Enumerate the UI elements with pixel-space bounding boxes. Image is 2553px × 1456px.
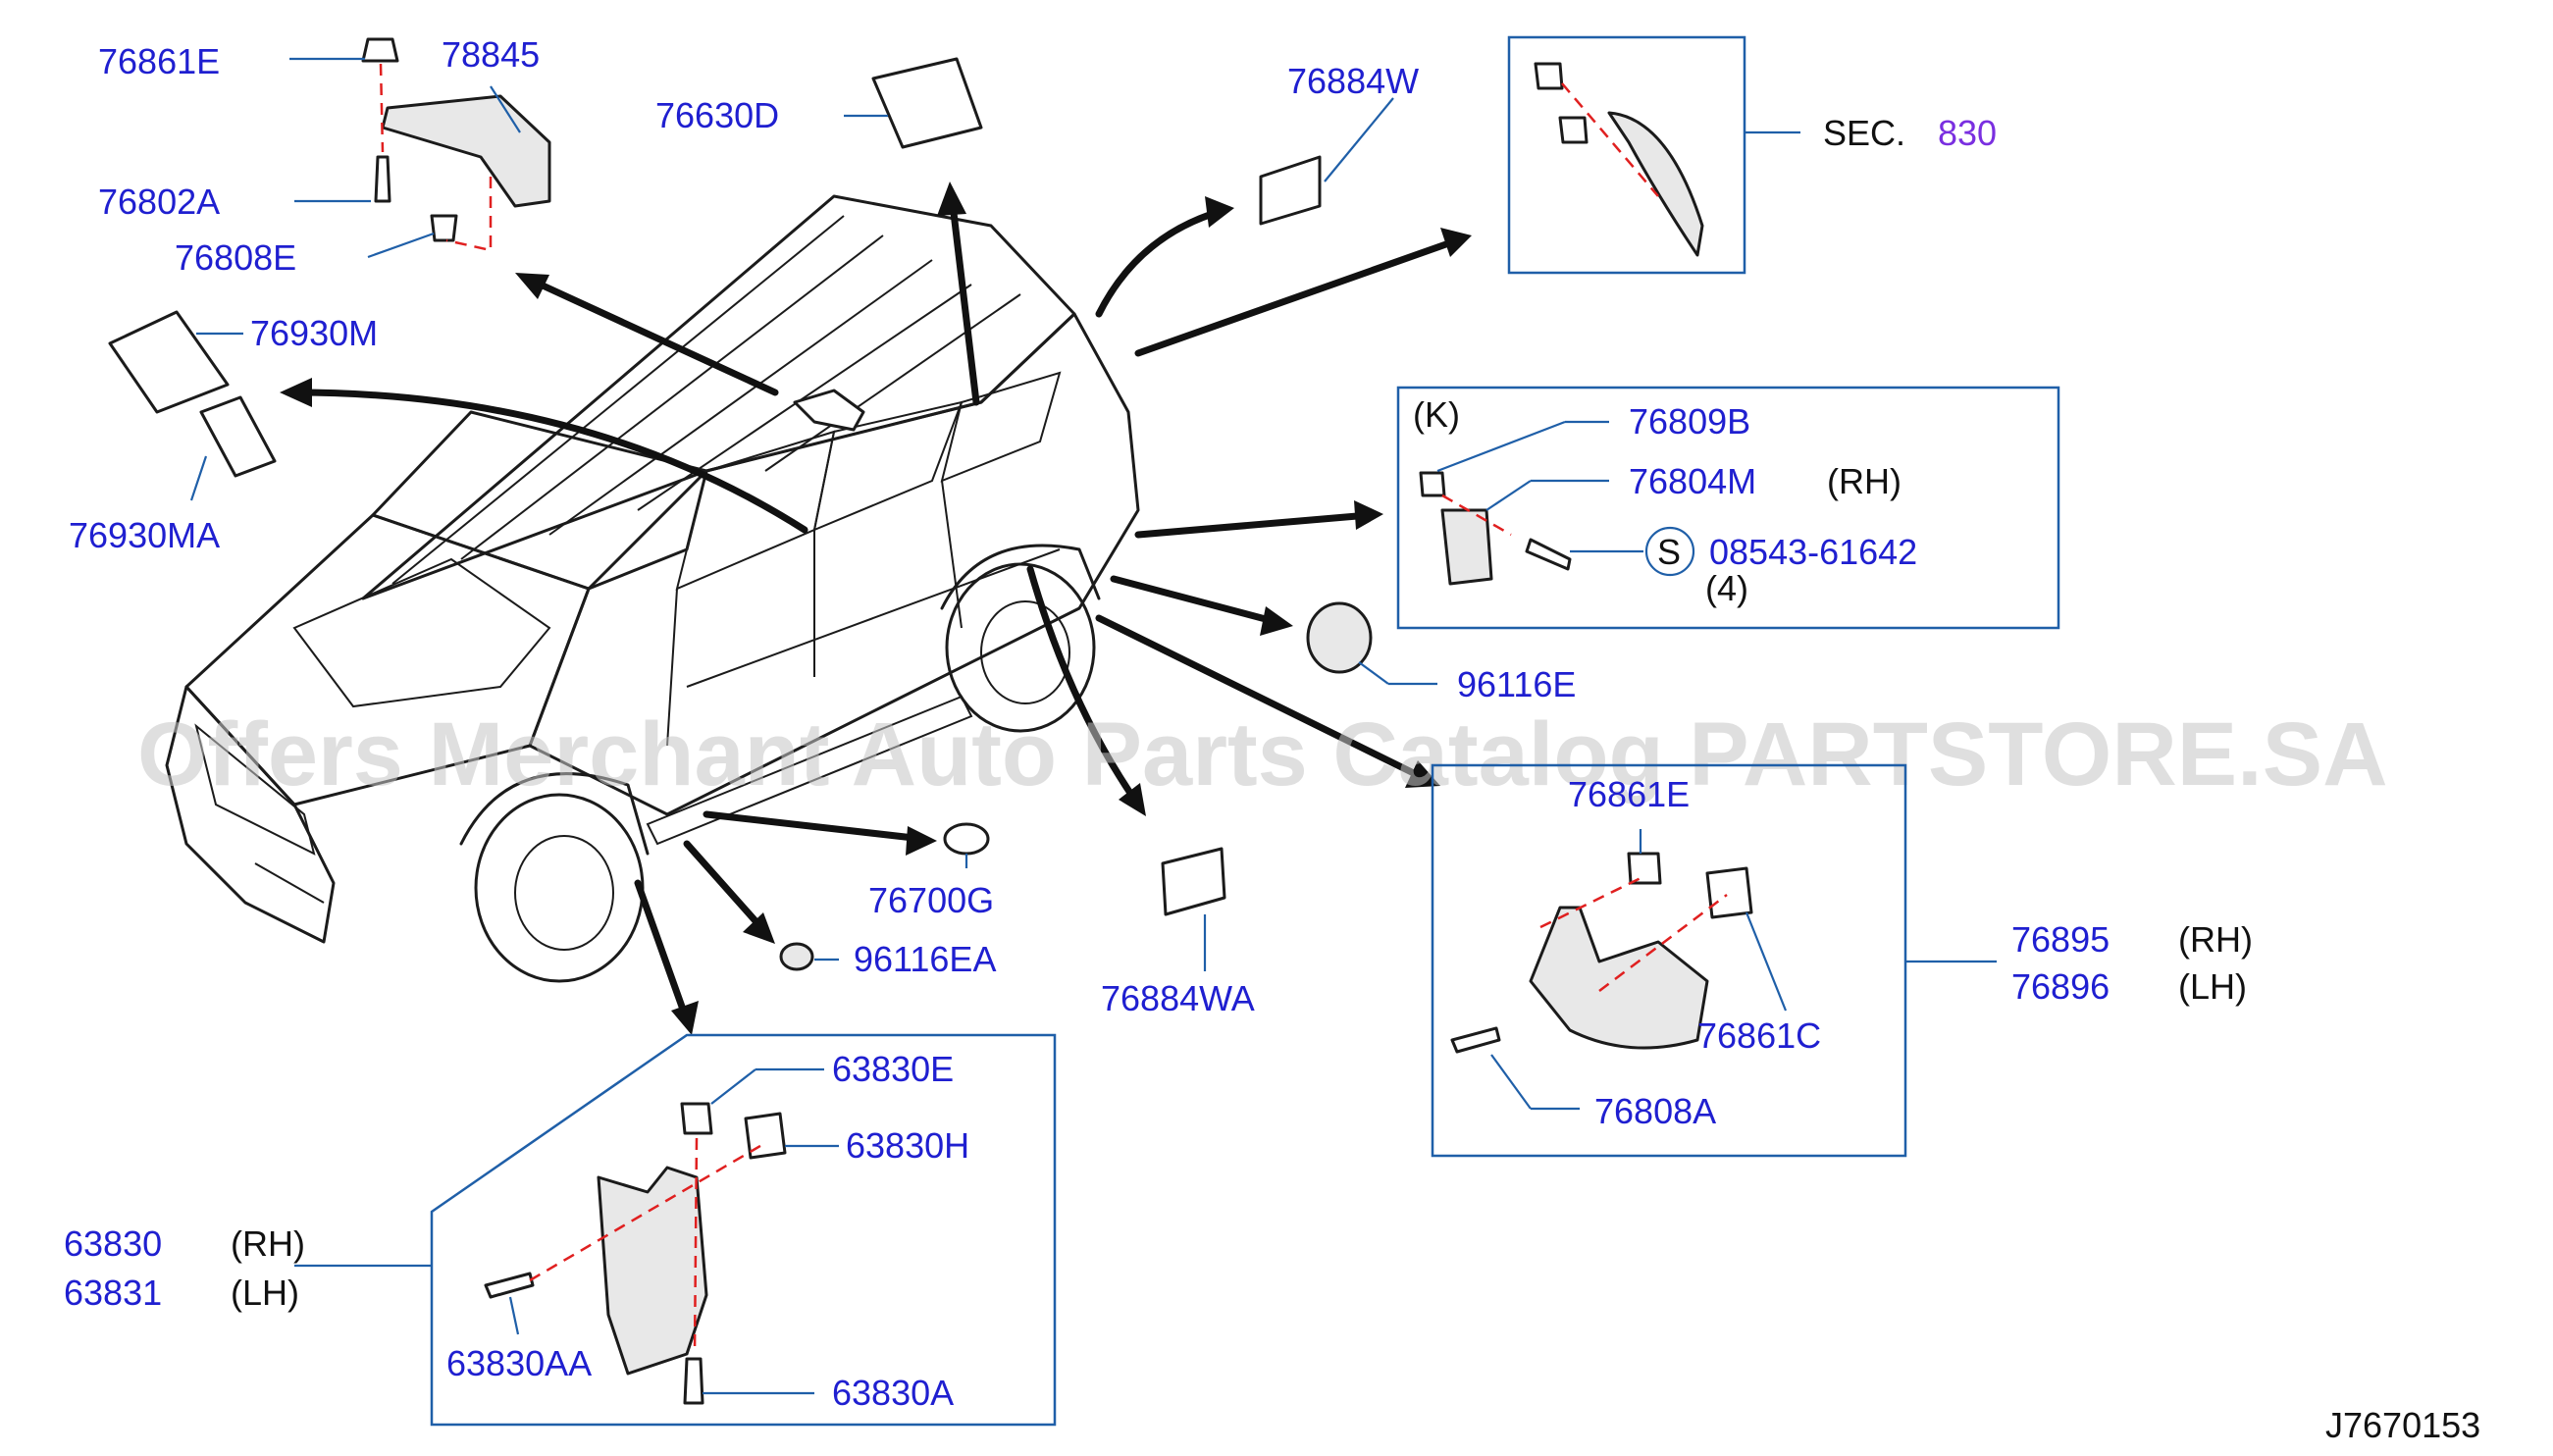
callout-arrows bbox=[280, 182, 1472, 1035]
label-76896-lh: (LH) bbox=[2178, 966, 2247, 1007]
label-76861C[interactable]: 76861C bbox=[1697, 1015, 1821, 1056]
part-76861E-clip[interactable] bbox=[361, 37, 399, 63]
part-76808E-grommet[interactable] bbox=[430, 214, 458, 242]
label-63831[interactable]: 63831 bbox=[64, 1273, 162, 1313]
part-76930MA-decal[interactable] bbox=[199, 395, 277, 478]
part-76884W-pad[interactable] bbox=[1259, 155, 1322, 226]
part-76808A-screw[interactable] bbox=[1450, 1026, 1501, 1054]
label-63830E[interactable]: 63830E bbox=[832, 1049, 954, 1089]
vehicle-suv-illustration bbox=[165, 194, 1140, 983]
label-76930M[interactable]: 76930M bbox=[250, 313, 378, 353]
label-76884W[interactable]: 76884W bbox=[1287, 61, 1419, 101]
part-63830A-screw[interactable] bbox=[683, 1357, 704, 1405]
part-rear-mudguard[interactable] bbox=[1529, 906, 1709, 1050]
label-63830[interactable]: 63830 bbox=[64, 1223, 162, 1264]
sec-number-link[interactable]: 830 bbox=[1938, 113, 1997, 153]
label-76861E-rear[interactable]: 76861E bbox=[1568, 774, 1690, 814]
sec-830-clip-upper[interactable] bbox=[1534, 62, 1564, 90]
part-76804M-mount[interactable] bbox=[1440, 508, 1493, 586]
part-76700G-plug[interactable] bbox=[943, 822, 990, 856]
label-76802A[interactable]: 76802A bbox=[98, 182, 220, 222]
label-76630D[interactable]: 76630D bbox=[655, 95, 779, 135]
label-76896[interactable]: 76896 bbox=[2011, 966, 2110, 1007]
label-08543-61642[interactable]: 08543-61642 bbox=[1709, 532, 1917, 572]
label-76700G[interactable]: 76700G bbox=[868, 880, 994, 920]
part-08543-screw[interactable] bbox=[1525, 538, 1572, 571]
detail-k-box bbox=[1396, 386, 2060, 630]
group-roof-bracket bbox=[289, 37, 551, 259]
label-76930MA[interactable]: 76930MA bbox=[69, 515, 220, 555]
sec-830-clip-lower[interactable] bbox=[1558, 116, 1589, 144]
watermark-text: Offers Merchant Auto Parts Catalog PARTS… bbox=[137, 704, 2388, 805]
label-96116E[interactable]: 96116E bbox=[1457, 664, 1576, 704]
label-76804M[interactable]: 76804M bbox=[1629, 461, 1756, 501]
part-76930M-decal[interactable] bbox=[108, 310, 230, 414]
label-76895-rh: (RH) bbox=[2178, 919, 2253, 960]
label-63830A[interactable]: 63830A bbox=[832, 1373, 954, 1413]
part-96116E-cap[interactable] bbox=[1306, 601, 1373, 674]
part-front-mudguard[interactable] bbox=[597, 1166, 708, 1376]
label-76895[interactable]: 76895 bbox=[2011, 919, 2110, 960]
part-76630D-decal[interactable] bbox=[871, 57, 983, 149]
part-63830E-clip[interactable] bbox=[680, 1102, 713, 1135]
label-76808A[interactable]: 76808A bbox=[1594, 1091, 1716, 1131]
screw-quantity: (4) bbox=[1705, 568, 1748, 608]
part-96116EA-cap[interactable] bbox=[779, 942, 814, 971]
label-76804M-rh: (RH) bbox=[1827, 461, 1902, 501]
label-76861E-top[interactable]: 76861E bbox=[98, 41, 220, 81]
part-63830H-nut[interactable] bbox=[744, 1112, 787, 1160]
part-63830AA-screw[interactable] bbox=[484, 1272, 535, 1299]
screw-symbol-circle bbox=[1644, 526, 1695, 577]
screw-symbol: S bbox=[1657, 532, 1681, 572]
sec-prefix: SEC. bbox=[1823, 113, 1905, 153]
part-76861E-rear-clip[interactable] bbox=[1627, 852, 1662, 885]
label-63830AA[interactable]: 63830AA bbox=[446, 1343, 592, 1383]
sec-830-trim-strip[interactable] bbox=[1607, 111, 1704, 257]
front-mudguard-box bbox=[430, 1033, 1057, 1427]
part-76802A-screw[interactable] bbox=[374, 155, 391, 203]
part-76884WA-pad[interactable] bbox=[1161, 847, 1226, 916]
label-63830H[interactable]: 63830H bbox=[846, 1125, 969, 1166]
label-76884WA[interactable]: 76884WA bbox=[1101, 978, 1255, 1018]
label-78845[interactable]: 78845 bbox=[442, 34, 540, 75]
label-76809B[interactable]: 76809B bbox=[1629, 401, 1750, 442]
label-63830-rh: (RH) bbox=[231, 1223, 305, 1264]
part-78845-bracket[interactable] bbox=[381, 94, 551, 208]
part-76809B-clip[interactable] bbox=[1419, 471, 1446, 497]
label-96116EA[interactable]: 96116EA bbox=[854, 939, 996, 979]
part-76861C-nut[interactable] bbox=[1705, 866, 1753, 919]
detail-k-marker: (K) bbox=[1413, 394, 1460, 435]
label-76808E[interactable]: 76808E bbox=[175, 237, 296, 278]
label-63831-lh: (LH) bbox=[231, 1273, 299, 1313]
sec-830-detail-box bbox=[1507, 35, 1746, 275]
diagram-code: J7670153 bbox=[2325, 1405, 2480, 1445]
